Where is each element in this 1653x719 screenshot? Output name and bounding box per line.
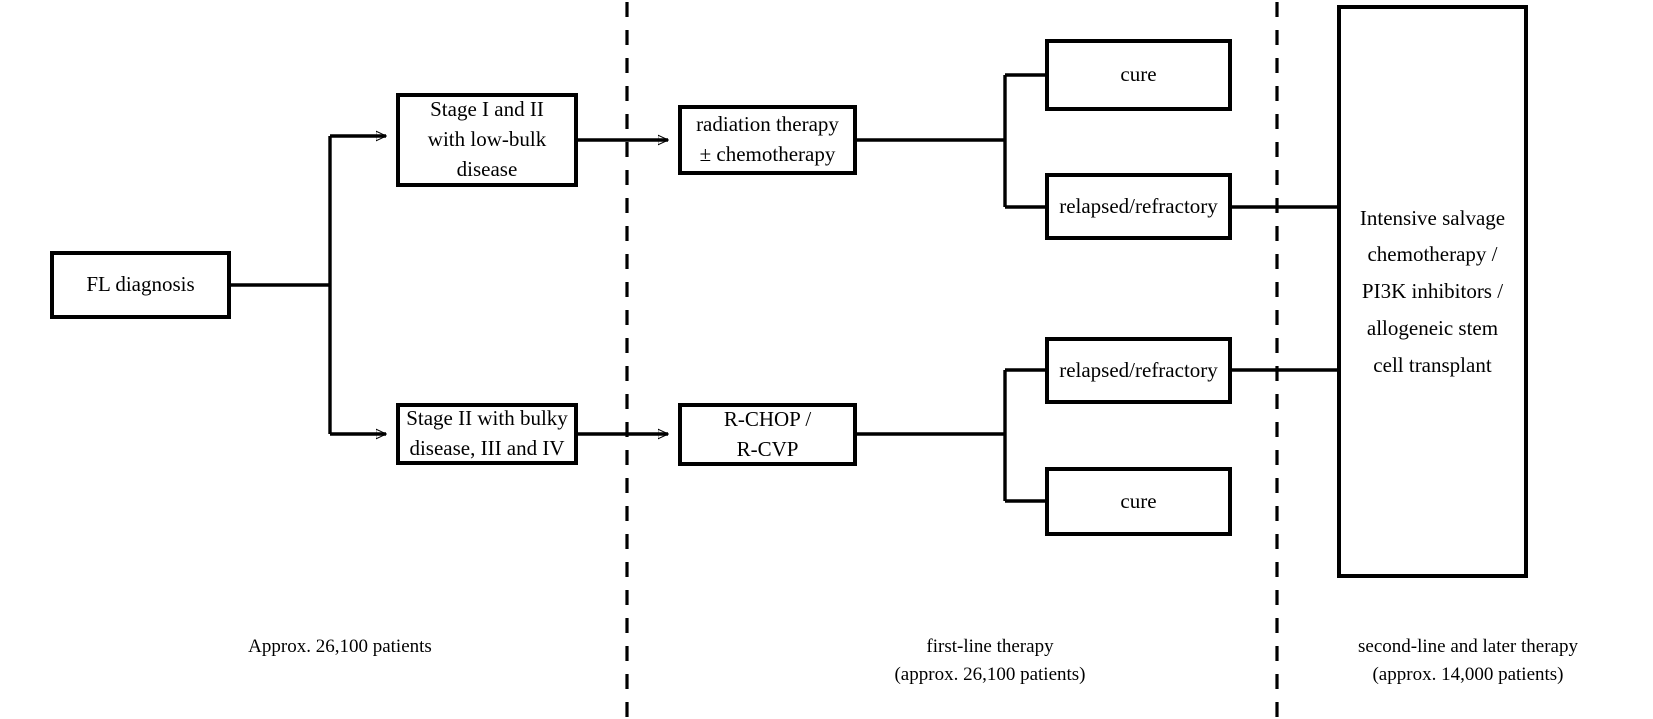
- node-cure-bottom[interactable]: cure: [1045, 467, 1232, 536]
- node-relapsed-refractory-bottom[interactable]: relapsed/refractory: [1045, 337, 1232, 404]
- caption-second-line-phase: second-line and later therapy (approx. 1…: [1358, 636, 1578, 685]
- caption-first-line-phase: first-line therapy (approx. 26,100 patie…: [894, 636, 1086, 685]
- node-radiation-therapy[interactable]: radiation therapy ± chemotherapy: [678, 105, 857, 175]
- node-fl-diagnosis[interactable]: FL diagnosis: [50, 251, 231, 319]
- wire-diagnosis-split: [231, 136, 386, 434]
- node-stage-i-ii-low-bulk[interactable]: Stage I and II with low-bulk disease: [396, 93, 578, 187]
- node-relapsed-refractory-top[interactable]: relapsed/refractory: [1045, 173, 1232, 240]
- node-intensive-salvage[interactable]: Intensive salvage chemotherapy / PI3K in…: [1337, 5, 1528, 578]
- node-rchop-rcvp[interactable]: R-CHOP / R-CVP: [678, 403, 857, 466]
- wire-stage-to-therapy: [578, 140, 668, 434]
- node-cure-top[interactable]: cure: [1045, 39, 1232, 111]
- node-stage-ii-bulky[interactable]: Stage II with bulky disease, III and IV: [396, 403, 578, 465]
- caption-diagnosis-phase: Approx. 26,100 patients: [248, 636, 432, 657]
